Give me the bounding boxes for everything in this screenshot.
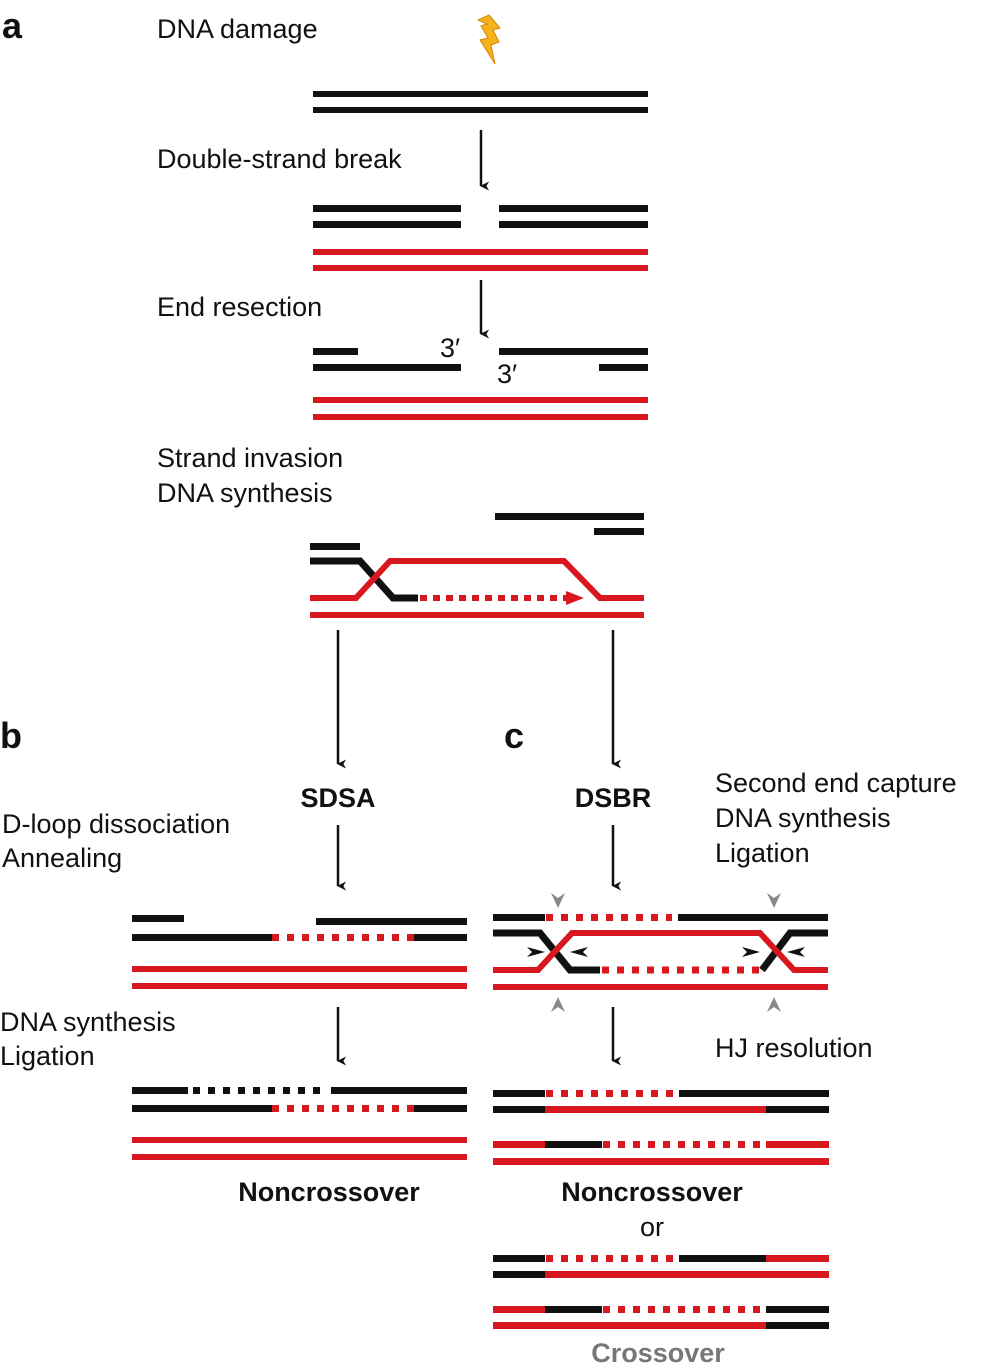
- cut-arrow-icon: [767, 997, 781, 1012]
- label-double-strand-break: Double-strand break: [157, 144, 402, 174]
- or-label: or: [640, 1212, 664, 1242]
- label-end-resection: End resection: [157, 292, 322, 322]
- sdsa-outcome-noncrossover: Noncrossover: [238, 1177, 420, 1207]
- resected-ends: [313, 348, 648, 420]
- label-dsbr-ligation: Ligation: [715, 838, 810, 868]
- homologous-template: [313, 249, 648, 271]
- label-3prime-bottom: 3′: [497, 359, 517, 389]
- panel-label-b: b: [0, 715, 22, 756]
- label-dna-synthesis-a: DNA synthesis: [157, 478, 333, 508]
- strand-invasion-structure: [310, 513, 644, 618]
- cut-arrow-icon: [551, 997, 565, 1012]
- lightning-icon: [476, 14, 501, 65]
- intact-duplex: [313, 91, 648, 113]
- label-dsbr-synthesis: DNA synthesis: [715, 803, 891, 833]
- label-3prime-top: 3′: [440, 333, 460, 363]
- cut-site-markers: [551, 893, 781, 1012]
- label-sdsa-synthesis: DNA synthesis: [0, 1007, 176, 1037]
- label-second-end-capture: Second end capture: [715, 768, 957, 798]
- label-annealing: Annealing: [2, 843, 122, 873]
- panel-label-c: c: [504, 715, 524, 756]
- panel-label-a: a: [2, 5, 23, 46]
- dsbr-outcome-crossover: Crossover: [591, 1338, 725, 1366]
- broken-duplex: [313, 205, 648, 228]
- dsbr-noncrossover-product: [493, 1090, 829, 1165]
- dsbr-label: DSBR: [575, 783, 652, 813]
- dsbr-outcome-noncrossover: Noncrossover: [561, 1177, 743, 1207]
- cut-arrow-icon: [551, 893, 565, 908]
- label-dna-damage: DNA damage: [157, 14, 318, 44]
- label-strand-invasion: Strand invasion: [157, 443, 343, 473]
- sdsa-annealed-structure: [132, 915, 467, 989]
- label-dloop-dissociation: D-loop dissociation: [2, 809, 230, 839]
- label-sdsa-ligation: Ligation: [0, 1041, 95, 1071]
- dsbr-crossover-product: [493, 1255, 829, 1329]
- sdsa-product-structure: [132, 1087, 467, 1160]
- cut-arrow-icon: [767, 893, 781, 908]
- label-hj-resolution: HJ resolution: [715, 1033, 873, 1063]
- double-holliday-junction: [493, 914, 828, 990]
- sdsa-label: SDSA: [300, 783, 375, 813]
